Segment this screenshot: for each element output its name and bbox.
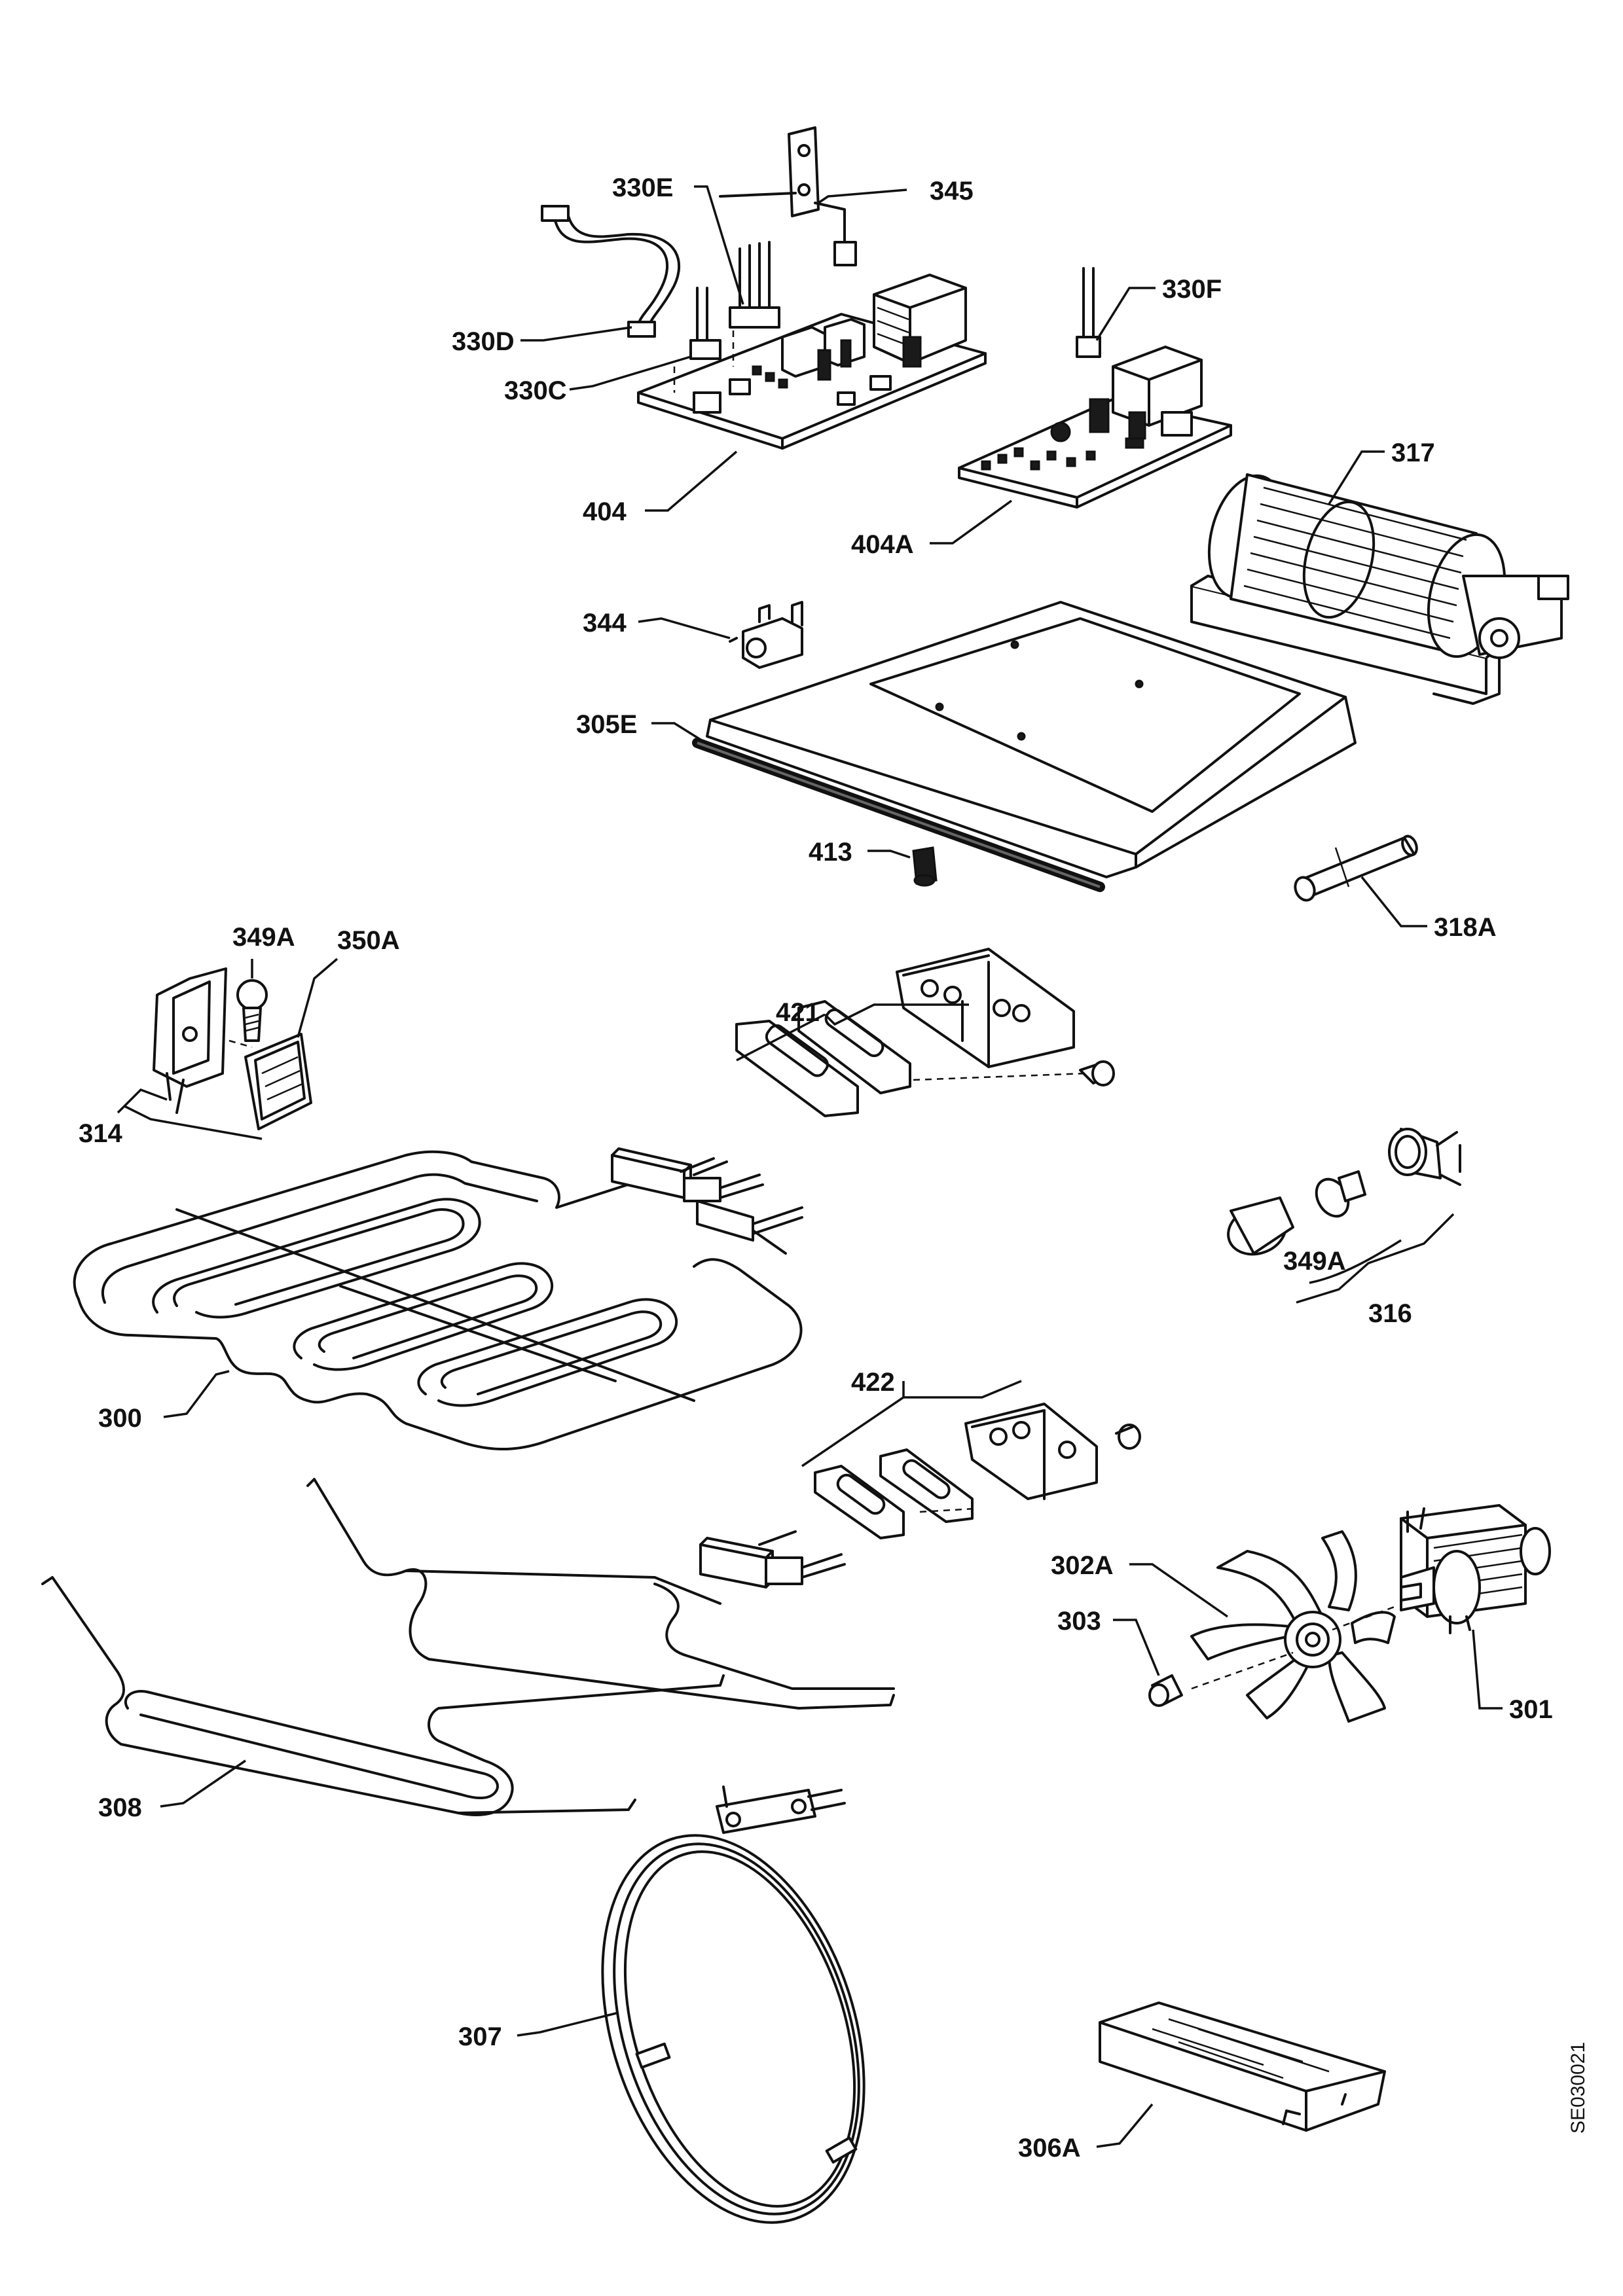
callout-317: 317	[1391, 439, 1435, 467]
lamp-assembly-line	[228, 1039, 253, 1049]
part-330E-connector[interactable]	[689, 241, 780, 360]
callout-305E: 305E	[576, 710, 637, 739]
part-330F-wire-lead[interactable]	[1076, 267, 1101, 358]
callout-labels: 345 330E 330F 330D 330C 404 404A 317 344…	[79, 173, 1589, 2162]
callout-318A: 318A	[1434, 913, 1497, 942]
callout-330D: 330D	[452, 327, 515, 356]
part-308-bottom-element[interactable]	[41, 1478, 895, 1816]
callout-344: 344	[583, 609, 627, 637]
callout-314: 314	[79, 1119, 122, 1148]
callout-422: 422	[851, 1368, 895, 1397]
leader-lines	[117, 185, 1503, 2148]
callout-316: 316	[1368, 1299, 1412, 1328]
callout-349A-right: 349A	[1283, 1247, 1346, 1276]
callout-330E: 330E	[612, 173, 673, 202]
callout-302A: 302A	[1051, 1551, 1114, 1580]
callout-413: 413	[809, 838, 852, 867]
callout-350A: 350A	[337, 926, 400, 955]
part-422-terminal-block[interactable]	[814, 1403, 1141, 1539]
part-404A-display-board[interactable]	[958, 346, 1232, 509]
part-349A-bulb-right[interactable]	[1310, 1170, 1366, 1222]
part-314-lamp-housing[interactable]	[153, 967, 227, 1114]
part-316-lamp-assembly[interactable]	[1222, 1128, 1461, 1262]
part-344-switch[interactable]	[729, 601, 803, 669]
callout-300: 300	[98, 1404, 142, 1433]
drawing-code: SE030021	[1567, 2042, 1589, 2134]
part-305E-door-seal[interactable]	[692, 738, 1105, 892]
callout-349A-left: 349A	[232, 923, 295, 952]
part-330D-ribbon-cable[interactable]	[541, 205, 681, 338]
callout-421: 421	[776, 998, 820, 1027]
part-307-circular-element[interactable]	[556, 1785, 910, 2256]
callout-330C: 330C	[504, 376, 567, 405]
part-318A-tube[interactable]	[1292, 834, 1419, 903]
part-404-control-board[interactable]	[637, 274, 987, 450]
callout-308: 308	[98, 1793, 142, 1822]
part-306A-cover[interactable]	[1099, 2001, 1386, 2132]
callout-306A: 306A	[1018, 2134, 1081, 2162]
callout-303: 303	[1057, 1607, 1101, 1636]
part-349A-bulb-left[interactable]	[236, 979, 268, 1042]
callout-330F: 330F	[1162, 275, 1222, 304]
callout-345: 345	[930, 177, 974, 206]
part-303-nut[interactable]	[1148, 1674, 1183, 1707]
part-421-terminal-block[interactable]	[735, 948, 1115, 1117]
callout-307: 307	[458, 2022, 502, 2051]
part-317-tangential-fan[interactable]	[1190, 468, 1569, 705]
part-302A-fan-blade[interactable]	[1190, 1530, 1396, 1723]
part-301-fan-motor[interactable]	[1400, 1504, 1551, 1634]
callout-404A: 404A	[851, 530, 914, 559]
part-413-foot[interactable]	[912, 846, 938, 887]
callout-404: 404	[583, 497, 627, 526]
part-350A-glass-cover[interactable]	[244, 1033, 312, 1130]
callout-301: 301	[1509, 1695, 1553, 1724]
part-300-grill-element[interactable]	[73, 1147, 803, 1451]
part-345-sensor[interactable]	[719, 126, 857, 266]
oven-top-panel[interactable]	[706, 601, 1357, 878]
